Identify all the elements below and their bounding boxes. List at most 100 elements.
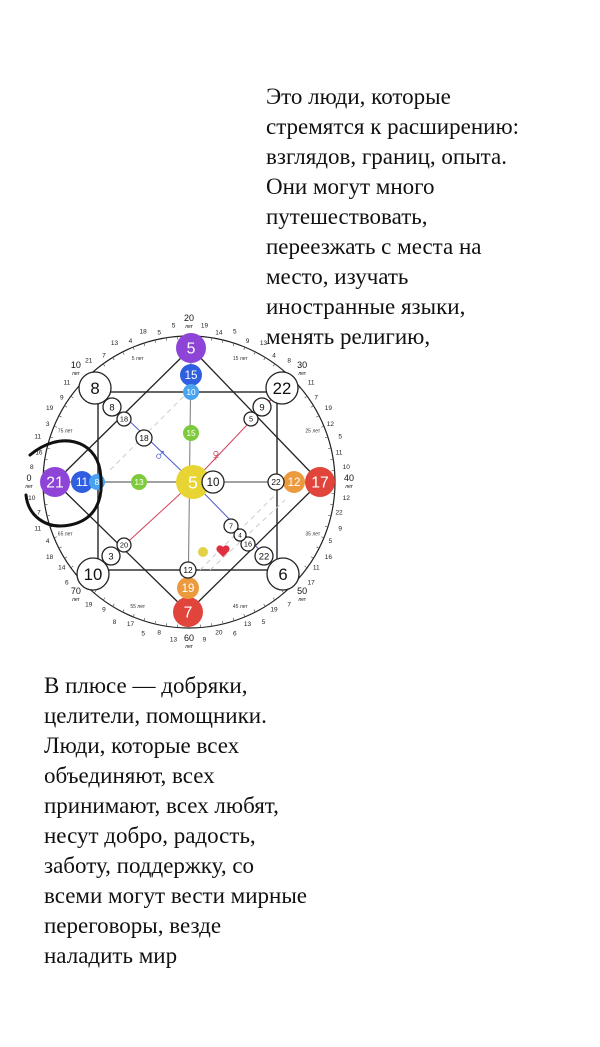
ring-number: 11	[63, 379, 70, 386]
ring-tick	[324, 525, 328, 528]
dashed-line	[209, 499, 286, 571]
ring-tick	[253, 351, 256, 355]
ring-number: 8	[30, 464, 34, 471]
ring-tick	[222, 339, 224, 344]
node-value: 13	[134, 477, 144, 487]
text-line: место, изучать	[266, 264, 409, 289]
node-value: 7	[229, 522, 233, 531]
ring-number: 16	[35, 450, 43, 457]
node-center-right	[201, 470, 225, 494]
ring-tick	[70, 395, 74, 399]
text-line: заботу, поддержку, со	[44, 853, 255, 878]
ring-number: 12	[327, 421, 335, 428]
ring-number: 5	[338, 434, 342, 441]
node-right-inner	[267, 473, 285, 491]
ring-number: 20	[215, 630, 223, 637]
node-inner-tl	[102, 397, 122, 417]
ring-number: 4	[46, 538, 50, 545]
ring-number: 19	[270, 607, 278, 614]
ring-tick	[53, 536, 58, 539]
text-line: наладить мир	[44, 943, 178, 968]
ring-number: 9	[338, 525, 342, 532]
ring-age-mark: 5 лет	[132, 356, 145, 362]
node-value: 7	[184, 605, 193, 622]
node-line-tr	[243, 411, 259, 427]
age-label: 70	[71, 586, 81, 596]
ring-tick	[132, 346, 135, 351]
text-line: менять религию,	[266, 324, 431, 349]
ring-number: 5	[262, 619, 266, 626]
ring-tick	[102, 363, 106, 367]
ring-age-mark: 75 лет	[58, 429, 73, 435]
ring-tick	[324, 436, 328, 439]
node-right-mid	[283, 471, 305, 493]
text-line: переезжать с места на	[266, 234, 482, 259]
age-unit: лет	[72, 597, 81, 603]
age-label: 30	[297, 360, 307, 370]
ring-tick	[64, 405, 68, 408]
node-diag-tl	[135, 429, 153, 447]
age-unit: лет	[345, 484, 354, 490]
ring-number: 5	[157, 329, 161, 336]
ring-tick	[316, 546, 320, 549]
age-unit: лет	[72, 371, 81, 377]
node-value: 4	[238, 532, 242, 539]
ring-tick	[310, 556, 314, 559]
ring-tick	[232, 343, 235, 347]
ring-number: 11	[308, 379, 315, 386]
ring-number: 8	[287, 357, 291, 364]
node-value: 16	[244, 540, 252, 549]
female-symbol-icon: ♀	[209, 445, 223, 465]
ring-number: 9	[246, 338, 250, 345]
ring-tick	[327, 515, 332, 517]
node-left-outer	[40, 467, 70, 497]
ring-tick	[243, 613, 246, 618]
node-center	[176, 465, 210, 499]
node-corner-tr	[265, 371, 299, 405]
heart-icon	[216, 545, 230, 557]
text-line: целители, помощники.	[44, 703, 267, 728]
ring-tick	[53, 425, 58, 428]
ring-tick	[253, 609, 256, 613]
node-corner-bl	[76, 557, 110, 591]
ring-number: 12	[343, 495, 351, 502]
ring-tick	[272, 363, 276, 367]
age-label: 10	[71, 360, 81, 370]
ring-number: 7	[287, 602, 291, 609]
ring-tick	[304, 395, 308, 399]
age-unit: лет	[298, 597, 307, 603]
ring-tick	[122, 351, 125, 355]
ring-tick	[122, 609, 125, 613]
ring-number: 19	[201, 322, 209, 329]
node-value: 10	[84, 565, 103, 584]
node-diag-br2	[233, 528, 247, 542]
ring-number: 4	[272, 352, 276, 359]
ring-tick	[320, 425, 325, 428]
ring-tick	[154, 620, 156, 625]
text-line: В плюсе — добряки,	[44, 673, 248, 698]
node-inner-bl	[101, 546, 121, 566]
ring-number: 17	[127, 621, 135, 628]
text-line: взглядов, границ, опыта.	[266, 144, 507, 169]
node-value: 22	[259, 551, 270, 562]
bottom-text-block: В плюсе — добряки,целители, помощники.Лю…	[44, 671, 307, 971]
ring-age-mark: 65 лет	[58, 531, 73, 537]
node-corner-tl	[78, 371, 112, 405]
ring-number: 7	[102, 352, 106, 359]
money-bag-icon	[198, 547, 208, 557]
ring-number: 13	[111, 340, 119, 347]
ring-tick	[102, 597, 106, 601]
ring-number: 19	[85, 602, 93, 609]
ring-number: 19	[46, 405, 54, 412]
ring-number: 16	[325, 554, 333, 561]
node-value: 8	[95, 477, 100, 487]
node-value: 15	[185, 370, 198, 382]
ring-number: 6	[233, 631, 237, 638]
ring-tick	[64, 556, 68, 559]
ring-tick	[281, 590, 285, 594]
ring-number: 7	[37, 509, 41, 516]
age-label: 60	[184, 633, 194, 643]
ring-number: 18	[140, 328, 148, 335]
